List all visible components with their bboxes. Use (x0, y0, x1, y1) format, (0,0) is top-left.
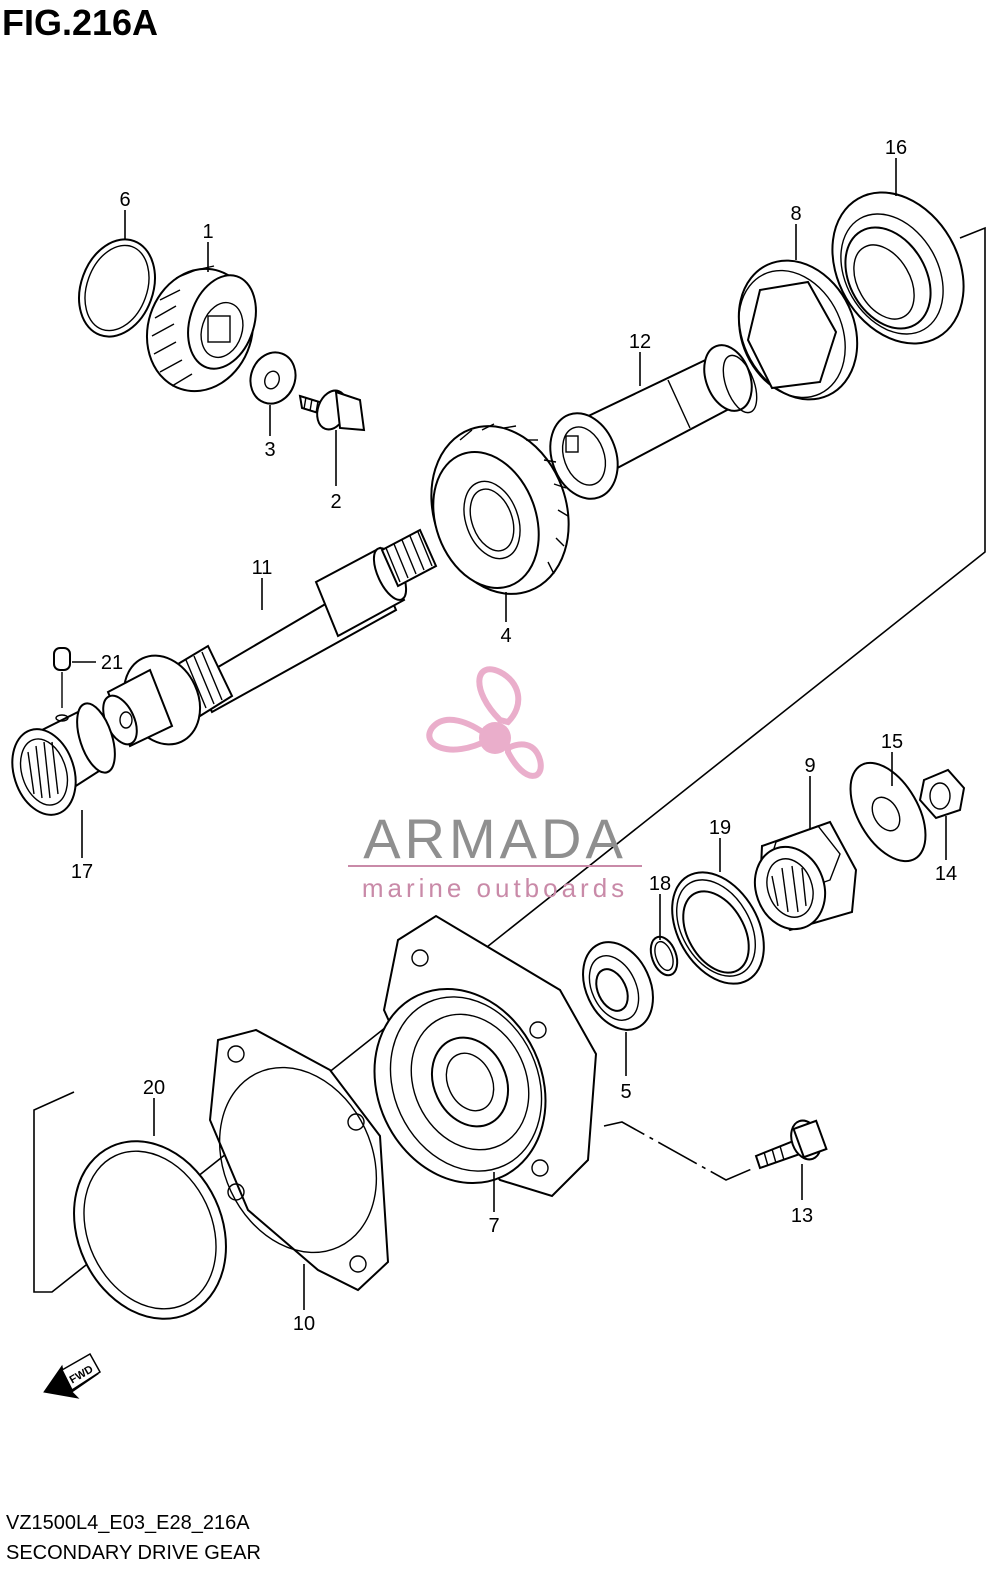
part-12-sleeve (549, 344, 758, 500)
figure-name: SECONDARY DRIVE GEAR (6, 1542, 261, 1564)
callout-9: 9 (804, 755, 815, 777)
part-10-gasket (208, 1028, 390, 1292)
watermark-brand: ARMADA (363, 807, 627, 870)
callout-14: 14 (935, 863, 957, 885)
part-4-driven-bevel-gear (430, 423, 570, 595)
part-19-bearing (671, 871, 765, 985)
callout-2: 2 (330, 491, 341, 513)
callout-5: 5 (620, 1081, 631, 1103)
part-1-bevel-gear (145, 265, 257, 393)
callout-15: 15 (881, 731, 903, 753)
part-8-nut-plate (737, 259, 859, 401)
part-3-washer (249, 351, 297, 405)
leader-lines (72, 158, 947, 1310)
part-7-bearing-housing (373, 914, 598, 1198)
watermark-logo (426, 666, 544, 779)
part-11-drive-shaft (102, 528, 438, 748)
callout-3: 3 (264, 439, 275, 461)
part-13-leader (603, 1121, 755, 1181)
part-9-coupling-nut (753, 820, 858, 932)
callout-20: 20 (143, 1077, 165, 1099)
assembly-frame (33, 226, 986, 1293)
callout-16: 16 (885, 137, 907, 159)
callout-12: 12 (629, 331, 651, 353)
callout-6: 6 (119, 189, 130, 211)
part-17-needle-bearing (11, 702, 116, 816)
fwd-arrow-icon: FWD (43, 1352, 101, 1399)
callout-13: 13 (791, 1205, 813, 1227)
part-5-oil-seal (582, 941, 654, 1031)
part-18-o-ring (649, 935, 679, 977)
callout-18: 18 (649, 873, 671, 895)
callout-11: 11 (252, 557, 273, 579)
part-21-pin (53, 647, 71, 708)
figure-code: VZ1500L4_E03_E28_216A (6, 1512, 250, 1534)
callout-19: 19 (709, 817, 731, 839)
part-2-bolt (298, 389, 366, 432)
part-14-nut (918, 768, 966, 820)
callout-1: 1 (202, 221, 213, 243)
callout-8: 8 (790, 203, 801, 225)
callout-10: 10 (293, 1313, 315, 1335)
callout-17: 17 (71, 861, 93, 883)
part-6-o-ring (78, 238, 156, 338)
part-13-bolt (754, 1119, 828, 1170)
part-20-o-ring (73, 1140, 227, 1320)
part-16-bearing (831, 191, 965, 345)
callout-21: 21 (101, 652, 123, 674)
page-title: FIG.216A (2, 2, 159, 43)
callout-7: 7 (488, 1215, 499, 1237)
part-15-washer (849, 761, 927, 863)
callout-4: 4 (500, 625, 511, 647)
watermark-tagline: marine outboards (362, 873, 628, 903)
